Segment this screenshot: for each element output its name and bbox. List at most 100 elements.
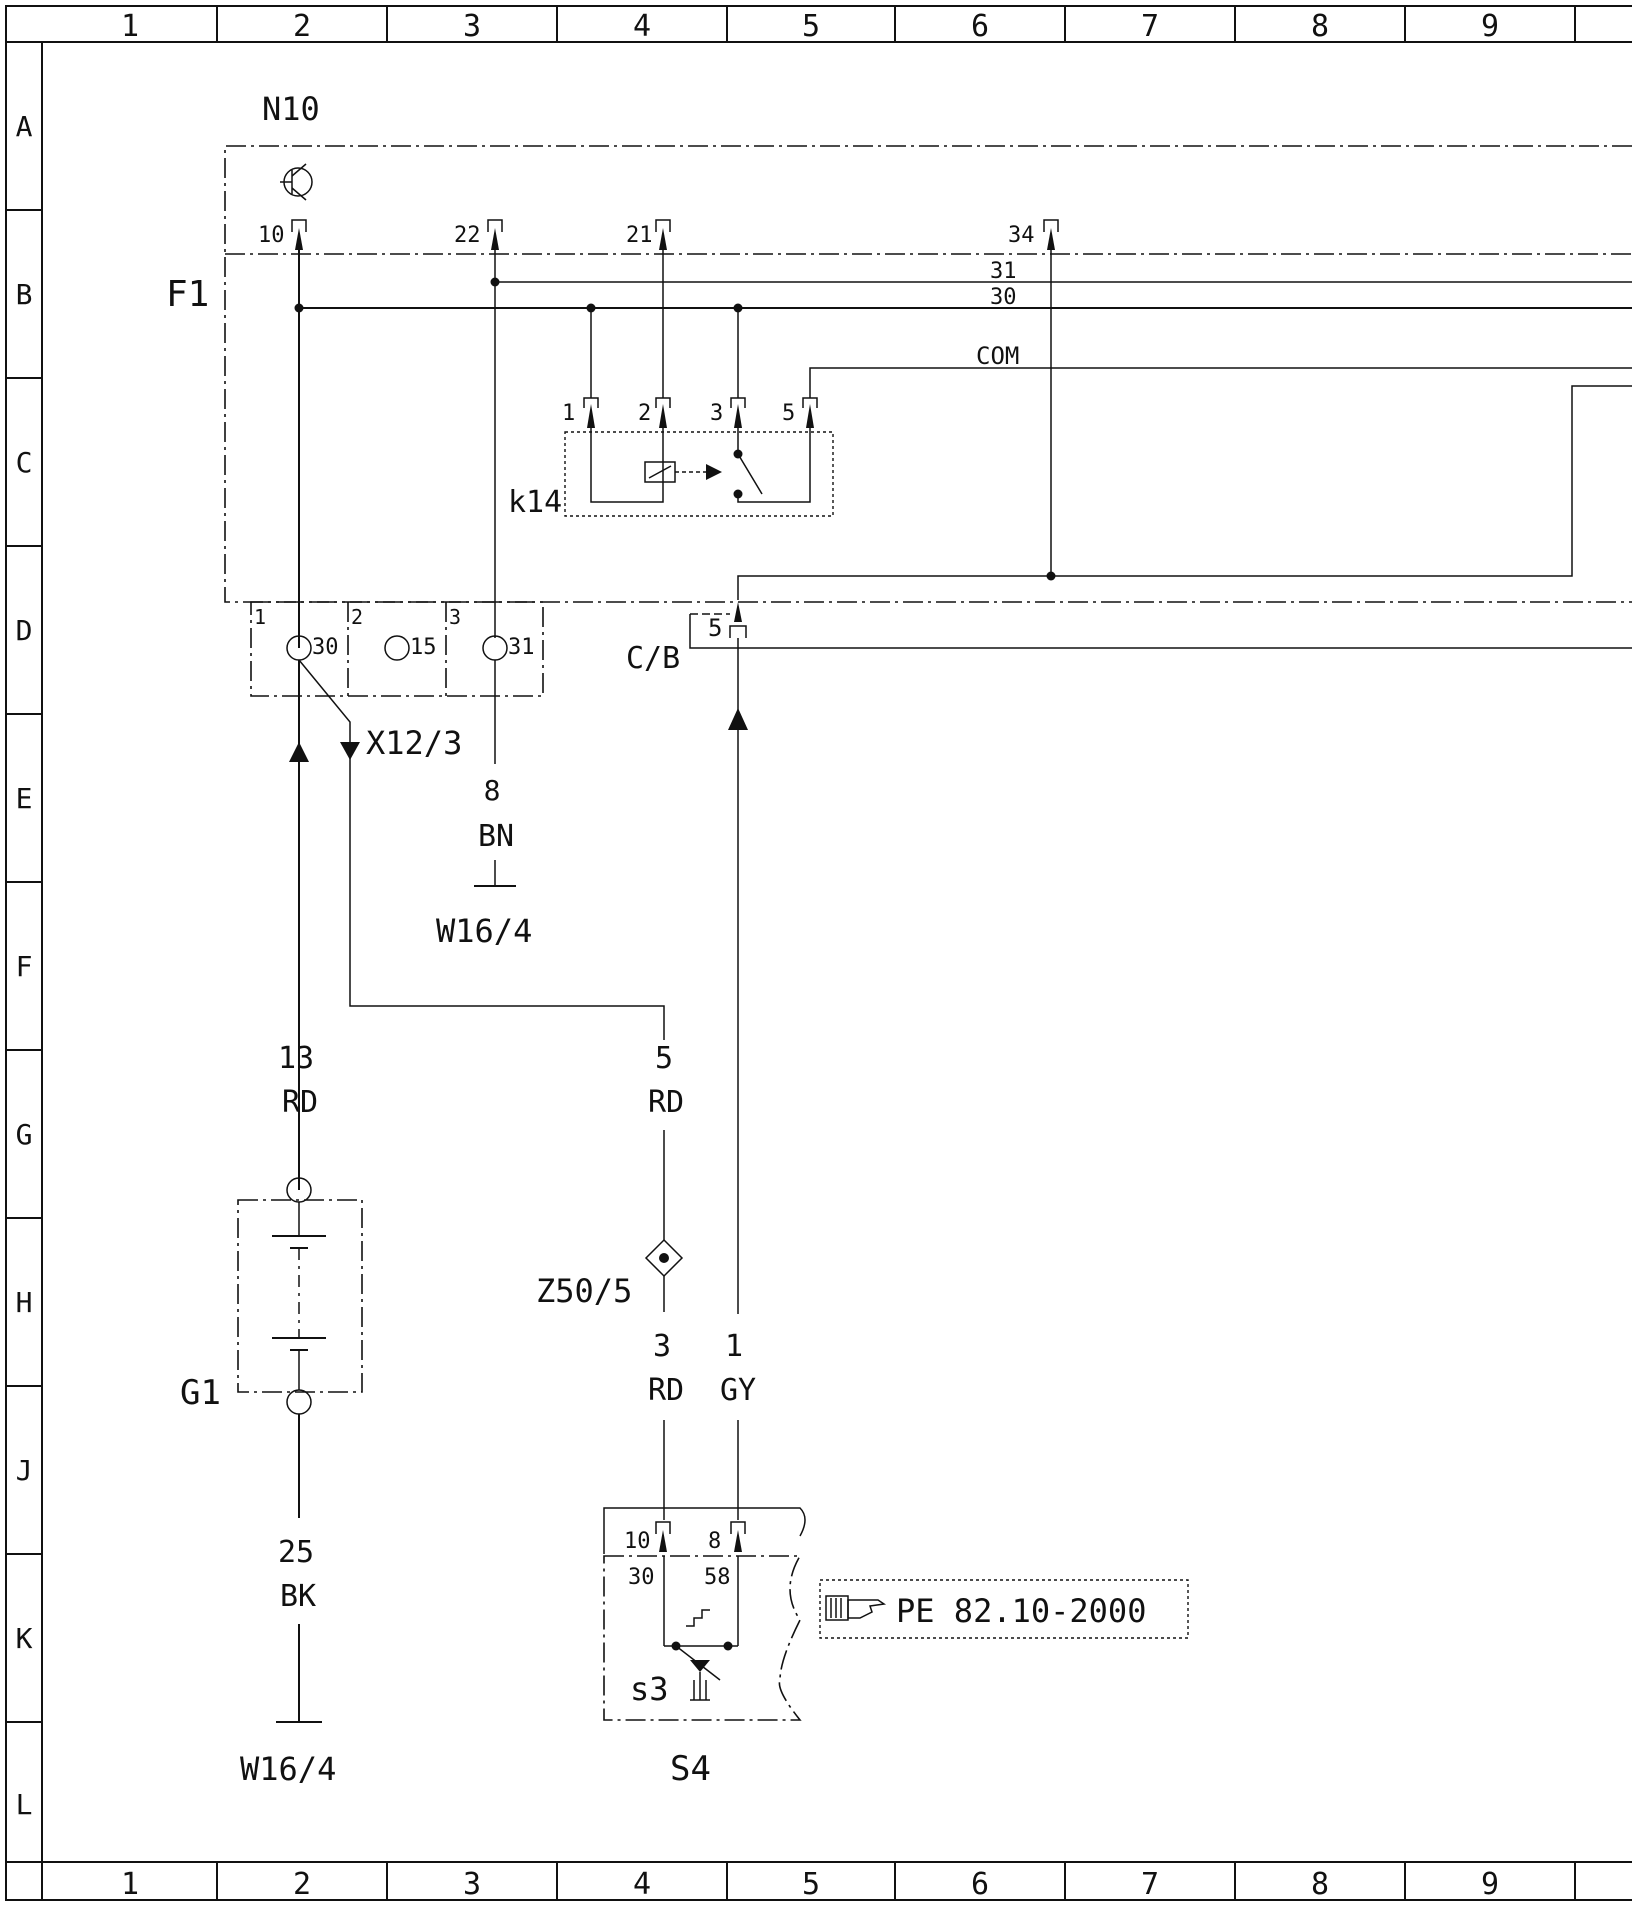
col-label-1: 1: [121, 9, 139, 44]
s3-label: s3: [630, 1670, 669, 1708]
f1-label: F1: [166, 274, 209, 315]
row-label-c: C: [16, 446, 33, 479]
svg-text:RD: RD: [648, 1085, 684, 1120]
row-label-k: K: [16, 1622, 33, 1655]
row-label-f: F: [16, 950, 33, 983]
svg-text:1: 1: [562, 401, 575, 426]
row-label-b: B: [16, 278, 33, 311]
ground-w16-top: W16/4: [436, 912, 532, 950]
bus-com: [809, 367, 1632, 398]
n10-f1-module: N10 F1: [166, 90, 1632, 603]
svg-text:RD: RD: [282, 1085, 318, 1120]
pin-label: 34: [1008, 223, 1035, 248]
svg-text:58: 58: [704, 1565, 731, 1590]
pointing-hand-icon: [825, 1595, 887, 1621]
svg-text:30: 30: [312, 635, 339, 660]
row-label-l: L: [16, 1788, 33, 1821]
col-label-9: 9: [1481, 9, 1499, 44]
col-label-7-bottom: 7: [1141, 1867, 1159, 1902]
row-label-g: G: [16, 1118, 33, 1151]
svg-text:8: 8: [708, 1529, 721, 1554]
svg-text:GY: GY: [720, 1373, 756, 1408]
row-label-e: E: [16, 782, 33, 815]
svg-text:BN: BN: [478, 819, 514, 854]
k14-label: k14: [508, 485, 562, 520]
s4-pin-10: 10: [624, 1521, 671, 1554]
step-icon: [686, 1609, 710, 1627]
n10-pin-34: 34: [1008, 219, 1059, 250]
col-label-2: 2: [293, 9, 311, 44]
cb-label: C/B: [626, 641, 680, 676]
col-label-3-bottom: 3: [463, 1867, 481, 1902]
svg-text:RD: RD: [648, 1373, 684, 1408]
reference-box[interactable]: PE 82.10-2000: [819, 1579, 1189, 1639]
col-label-6: 6: [971, 9, 989, 44]
pin-label: 22: [454, 223, 481, 248]
svg-text:2: 2: [638, 401, 651, 426]
k14-pin-2: 2: [638, 397, 671, 428]
n10-pin-21: 21: [626, 219, 671, 250]
cb-connector: 5 C/B: [626, 602, 1632, 676]
n10-pin-10: 10: [258, 219, 307, 250]
n10-pin-22: 22: [454, 219, 503, 250]
pin-label: 21: [626, 223, 653, 248]
col-label-8-bottom: 8: [1311, 1867, 1329, 1902]
s4-pin-8: 8: [708, 1521, 746, 1554]
row-labels: A B C D E F G H J K L: [16, 110, 33, 1821]
svg-text:3: 3: [710, 401, 723, 426]
com-label: COM: [976, 342, 1019, 370]
g1-battery: G1: [180, 1176, 363, 1415]
battery-ground: 25 BK W16/4: [240, 1414, 336, 1788]
reference-text: PE 82.10-2000: [896, 1592, 1146, 1630]
svg-text:25: 25: [278, 1535, 314, 1570]
svg-text:1: 1: [725, 1329, 743, 1364]
s4-switch: 10 8 30 58 s3 S4: [603, 1507, 806, 1789]
k14-relay: k14 1 2 3 5: [508, 397, 834, 520]
svg-text:15: 15: [410, 635, 437, 660]
z50-label: Z50/5: [536, 1272, 632, 1310]
col-label-2-bottom: 2: [293, 1867, 311, 1902]
row-label-j: J: [16, 1454, 33, 1487]
svg-text:3: 3: [449, 605, 461, 629]
row-label-d: D: [16, 614, 33, 647]
svg-text:13: 13: [278, 1041, 314, 1076]
battery-terminal-negative: [286, 1389, 312, 1415]
terminal-15: [384, 635, 410, 661]
col-label-4: 4: [633, 9, 651, 44]
n10-connectors: 10 22 21 34: [258, 219, 1059, 250]
col-label-6-bottom: 6: [971, 1867, 989, 1902]
svg-text:3: 3: [653, 1329, 671, 1364]
svg-text:2: 2: [351, 605, 363, 629]
k14-pin-5: 5: [782, 397, 818, 428]
col-label-9-bottom: 9: [1481, 1867, 1499, 1902]
x12-label: X12/3: [366, 724, 462, 762]
row-label-a: A: [16, 110, 33, 143]
relay-contact-icon: [737, 453, 763, 495]
col-label-8: 8: [1311, 9, 1329, 44]
svg-text:8: 8: [484, 774, 501, 807]
col-label-4-bottom: 4: [633, 1867, 651, 1902]
col-label-7: 7: [1141, 9, 1159, 44]
col-label-3: 3: [463, 9, 481, 44]
col-label-1-bottom: 1: [121, 1867, 139, 1902]
svg-text:1: 1: [254, 605, 266, 629]
svg-text:5: 5: [782, 401, 795, 426]
bus-lines: 3 1 30 COM: [294, 250, 1632, 648]
g1-label: G1: [180, 1373, 221, 1413]
k14-pin-1: 1: [562, 397, 599, 428]
svg-text:5: 5: [708, 614, 722, 642]
lower-wiring: X12/3 8 BN W16/4 13 RD 5 RD Z50/5 3 RD 1…: [278, 638, 756, 1520]
svg-text:31: 31: [508, 635, 535, 660]
svg-text:5: 5: [655, 1041, 673, 1076]
terminal-block: 1 2 3 30 15 31: [250, 601, 544, 697]
col-label-5-bottom: 5: [802, 1867, 820, 1902]
n10-label: N10: [262, 90, 320, 128]
k14-pin-3: 3: [710, 397, 746, 428]
svg-text:30: 30: [628, 1565, 655, 1590]
column-labels: 1 2 3 4 5 6 7 8 9 1 2 3 4 5 6 7 8 9: [121, 9, 1499, 1902]
pin-label: 10: [258, 223, 285, 248]
bus-30-label: 30: [990, 285, 1017, 310]
s4-label: S4: [670, 1749, 711, 1789]
frame: [5, 5, 1632, 1901]
